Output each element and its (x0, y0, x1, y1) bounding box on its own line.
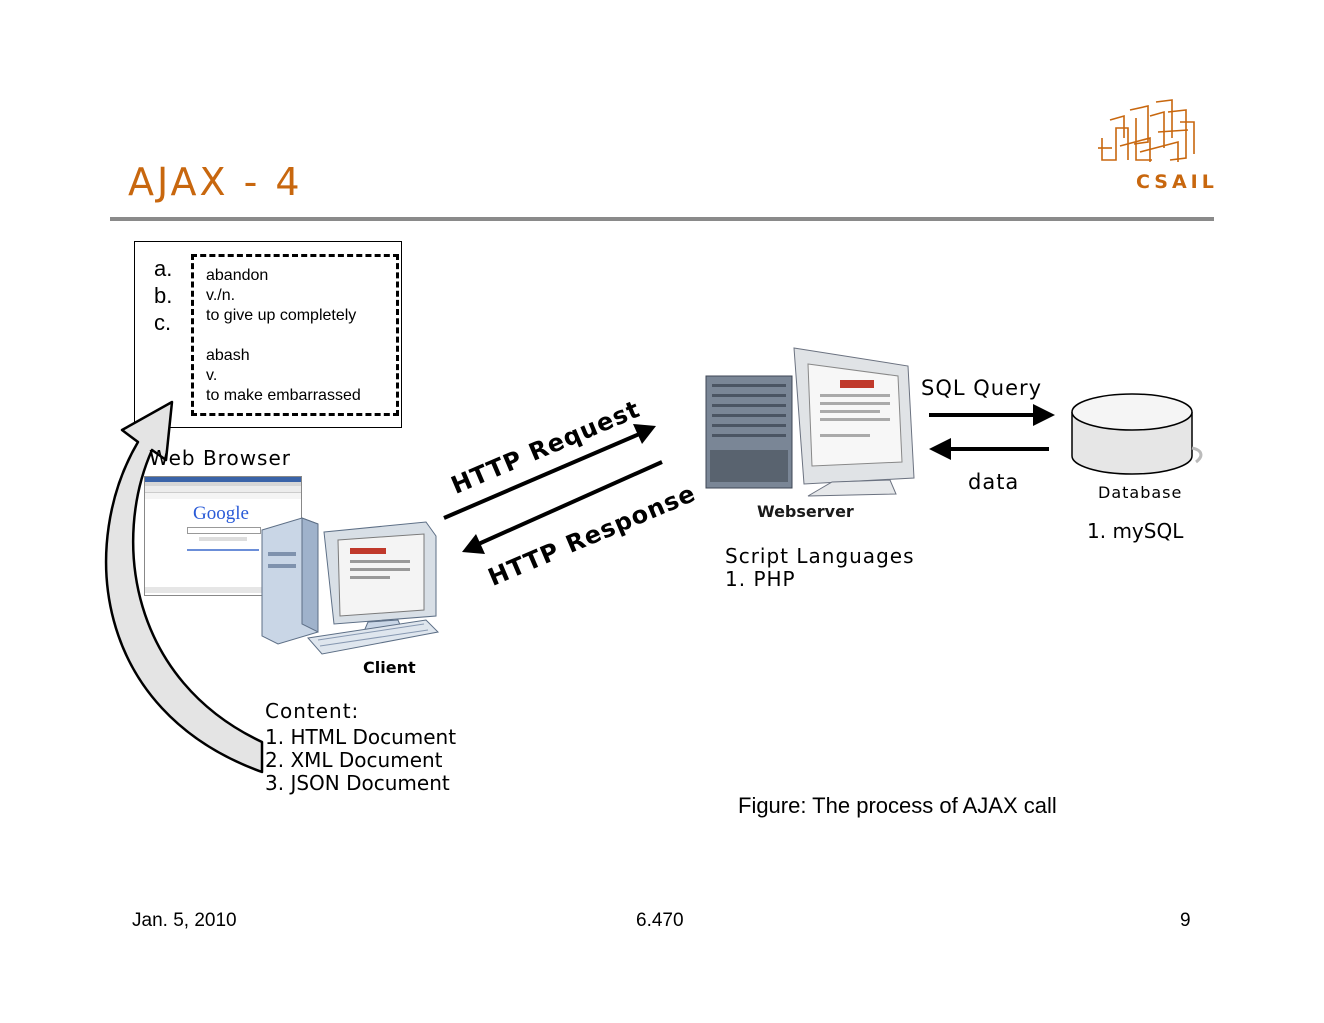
data-label: data (968, 470, 1020, 494)
client-computer (261, 517, 440, 655)
database-label: Database (1098, 483, 1183, 502)
title-divider (110, 217, 1214, 221)
footer-course: 6.470 (636, 910, 684, 931)
entry-word: abash (206, 347, 250, 364)
dynamic-content-region (191, 254, 399, 416)
footer-date: Jan. 5, 2010 (132, 910, 237, 931)
request-arrowhead (633, 424, 656, 444)
webserver-label: Webserver (757, 502, 854, 521)
entry-word: abandon (206, 267, 269, 284)
logo-text: CSAIL (1136, 171, 1218, 193)
script-languages-title: Script Languages (725, 544, 915, 568)
content-title: Content: (265, 699, 360, 723)
database-cylinder (1071, 393, 1203, 475)
list-markers: a. b. c. (154, 255, 172, 336)
browser-window-box (134, 241, 402, 428)
webserver-computer (705, 347, 915, 497)
database-item: 1. mySQL (1087, 519, 1184, 543)
browser-logo: Google (193, 503, 249, 524)
sql-query-label: SQL Query (921, 376, 1043, 400)
client-label: Client (363, 658, 416, 677)
marker-b: b. (154, 283, 173, 308)
content-item: 3. JSON Document (265, 771, 450, 795)
content-item: 2. XML Document (265, 748, 443, 772)
script-language-item: 1. PHP (725, 567, 796, 591)
csail-logo: CSAIL (1098, 99, 1218, 193)
script-languages: Script Languages 1. PHP (725, 545, 915, 591)
query-arrowhead (1033, 404, 1055, 426)
response-arrowhead (462, 534, 485, 554)
content-item: 1. HTML Document (265, 725, 457, 749)
http-arrows (443, 424, 663, 554)
dictionary-entries: abandon v./n. to give up completely abas… (206, 266, 361, 406)
marker-c: c. (154, 310, 172, 335)
sql-arrows (929, 404, 1055, 460)
entry-pos: v./n. (206, 287, 236, 304)
marker-a: a. (154, 256, 173, 281)
entry-definition: to give up completely (206, 307, 357, 324)
figure-caption: Figure: The process of AJAX call (738, 793, 1057, 818)
entry-definition: to make embarrassed (206, 387, 361, 404)
entry-pos: v. (206, 367, 218, 384)
slide-title: AJAX - 4 (128, 160, 303, 204)
web-browser-label: Web Browser (149, 446, 292, 470)
content-list: 1. HTML Document 2. XML Document 3. JSON… (265, 726, 456, 795)
data-arrowhead (929, 438, 951, 460)
update-arrow (104, 400, 264, 774)
page-number: 9 (1180, 910, 1191, 931)
